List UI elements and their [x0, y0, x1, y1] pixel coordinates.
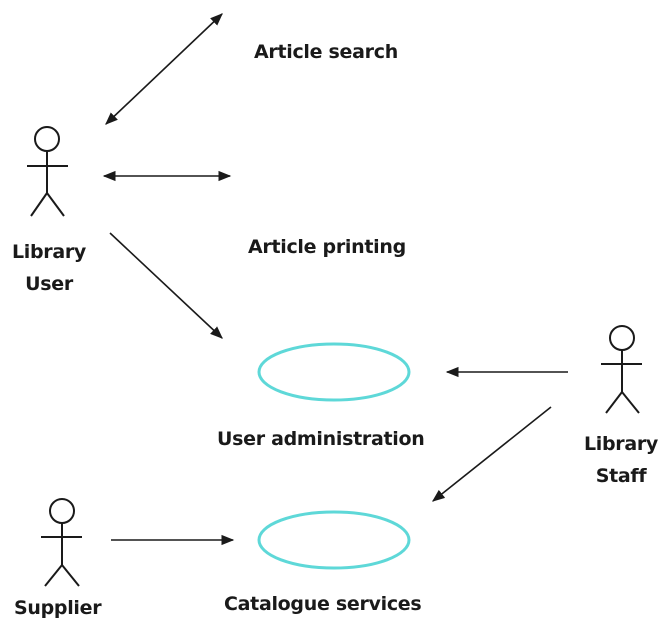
catalogue-services-ellipse — [257, 510, 411, 570]
library-user-actor-icon — [27, 126, 68, 217]
association-staff-to-catalogue-services — [431, 406, 552, 502]
supplier-actor-icon — [41, 498, 82, 587]
library-staff-label-line2: Staff — [595, 465, 647, 487]
library-staff-label-line1: Library — [583, 433, 659, 455]
user-administration-ellipse — [257, 342, 411, 402]
library-user-label-line1: Library — [11, 241, 87, 263]
article-search-label: Article search — [254, 41, 398, 63]
association-user-to-article-search — [105, 13, 223, 125]
library-user-label-line2: User — [25, 273, 73, 295]
supplier-label: Supplier — [14, 597, 102, 619]
article-printing-label: Article printing — [248, 236, 406, 258]
user-administration-label: User administration — [217, 428, 425, 450]
library-staff-label: Library Staff — [577, 428, 665, 492]
association-user-to-user-administration — [109, 232, 223, 339]
library-user-label: Library User — [4, 236, 94, 300]
catalogue-services-label: Catalogue services — [224, 593, 422, 615]
library-staff-actor-icon — [601, 325, 642, 414]
